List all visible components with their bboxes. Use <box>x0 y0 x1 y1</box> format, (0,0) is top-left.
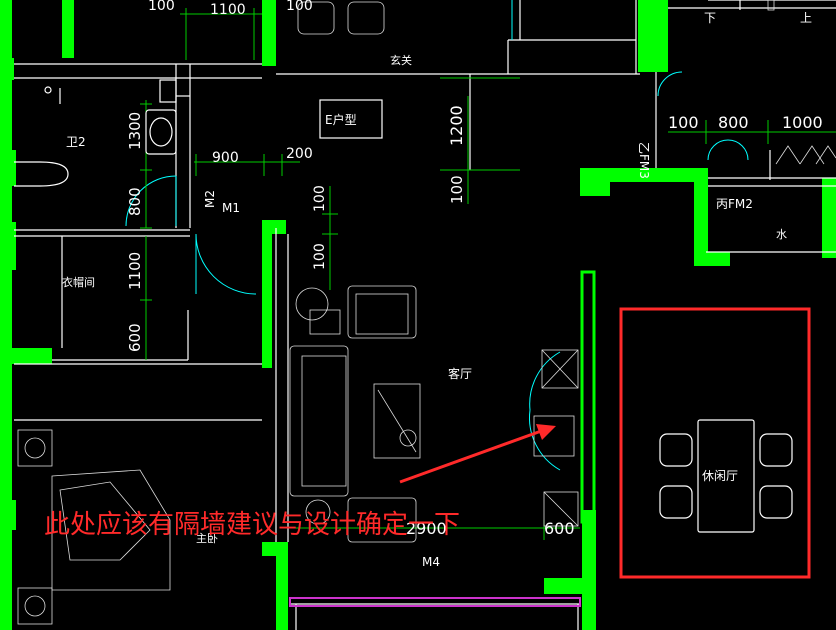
label-master-bedroom: 主卧 <box>196 532 218 545</box>
wall-bottom-vert <box>276 542 288 630</box>
dim-1100-top: 1100 <box>210 2 246 18</box>
label-door-zfm3: 乙FM3 <box>637 142 651 179</box>
dim-1200: 1200 <box>447 105 466 146</box>
label-bathroom-2: 卫2 <box>66 135 86 149</box>
lounge-highlight-box <box>619 307 811 579</box>
wall-block-1 <box>0 58 14 80</box>
dim-200: 200 <box>286 146 313 162</box>
doors <box>125 0 749 471</box>
dim-2900: 2900 <box>406 519 447 538</box>
label-living-room: 客厅 <box>448 366 472 381</box>
bedroom-furniture <box>17 429 171 625</box>
wall-left <box>0 0 12 630</box>
labels: 玄关 E户型 卫2 衣帽间 客厅 休闲厅 丙FM2 水 主卧 M1 M4 下 上… <box>62 11 812 569</box>
dim-900: 900 <box>212 150 239 166</box>
label-foyer: 玄关 <box>390 53 412 67</box>
chair-1 <box>659 433 693 467</box>
label-cloakroom: 衣帽间 <box>62 275 95 289</box>
chair-2 <box>659 485 693 519</box>
dim-1000-right: 1000 <box>782 113 823 132</box>
wall-block-4 <box>0 348 52 364</box>
armchair-top <box>347 285 417 339</box>
dim-1100-left: 1100 <box>126 252 144 290</box>
dim-800-right: 800 <box>718 113 749 132</box>
dim-100-v2: 100 <box>312 243 328 270</box>
dim-100-top2: 100 <box>286 0 313 14</box>
dim-800: 800 <box>126 187 144 216</box>
sofa-long <box>289 345 349 497</box>
label-water: 水 <box>776 228 787 241</box>
label-door-m2: M2 <box>203 190 217 208</box>
side-cabinet-2 <box>533 415 575 457</box>
armchair-bottom <box>347 497 417 543</box>
nightstand-1 <box>17 429 53 467</box>
label-door-m4: M4 <box>422 555 440 569</box>
dim-100-v1: 100 <box>312 185 328 212</box>
dimension-labels: 100 1100 100 900 200 100 800 1000 2900 6… <box>126 0 823 538</box>
dim-600-left: 600 <box>126 323 144 352</box>
side-cabinet-3 <box>543 491 579 527</box>
wall-center-top <box>262 0 276 66</box>
bed <box>51 469 171 591</box>
coffee-table <box>373 383 421 459</box>
wall-bottom-right-vert <box>582 510 596 630</box>
dim-100-right: 100 <box>668 113 699 132</box>
review-comment: 此处应该有隔墙建议与设计确定一下 <box>44 510 461 540</box>
partition-column <box>580 270 596 524</box>
nightstand-2 <box>17 587 53 625</box>
wall-right-4 <box>694 252 730 266</box>
dim-100-top: 100 <box>148 0 175 14</box>
door-strip-m4 <box>289 597 581 607</box>
wall-block-2 <box>0 150 16 186</box>
label-door-m1: M1 <box>222 201 240 215</box>
wall-block-3 <box>0 222 16 270</box>
wall-top-left <box>62 0 74 58</box>
wall-right-2 <box>594 168 700 182</box>
dim-100-v3: 100 <box>448 175 466 204</box>
toilet <box>14 161 69 187</box>
bathroom-fixtures <box>14 79 177 187</box>
label-stair-down: 下 <box>704 11 716 25</box>
side-cabinet-1 <box>541 349 579 389</box>
railing <box>767 0 836 165</box>
chair-3 <box>759 433 793 467</box>
label-unit-type: E户型 <box>325 112 357 127</box>
dim-1300: 1300 <box>126 112 144 150</box>
shelf <box>159 79 177 103</box>
lounge-table <box>697 419 755 533</box>
interior-lines <box>14 0 836 630</box>
lounge-furniture <box>659 419 793 533</box>
dim-600-bottom: 600 <box>544 519 575 538</box>
label-kitchen-west: 丙FM2 <box>716 197 753 211</box>
living-furniture <box>289 285 579 543</box>
wall-far-right <box>822 178 836 258</box>
wall-top-right <box>638 0 668 72</box>
wall-block-5 <box>0 500 16 530</box>
label-lounge: 休闲厅 <box>702 469 738 483</box>
wall-center-vert <box>262 220 272 368</box>
dimension-lines <box>140 8 836 540</box>
wall-right-3 <box>694 168 708 266</box>
washbasin <box>145 109 177 155</box>
unit-type-box <box>319 99 383 139</box>
chair-4 <box>759 485 793 519</box>
label-stair-up: 上 <box>800 11 812 25</box>
plant-pot <box>295 287 329 321</box>
foyer-stools <box>297 1 385 35</box>
annotation-arrow <box>399 424 556 484</box>
